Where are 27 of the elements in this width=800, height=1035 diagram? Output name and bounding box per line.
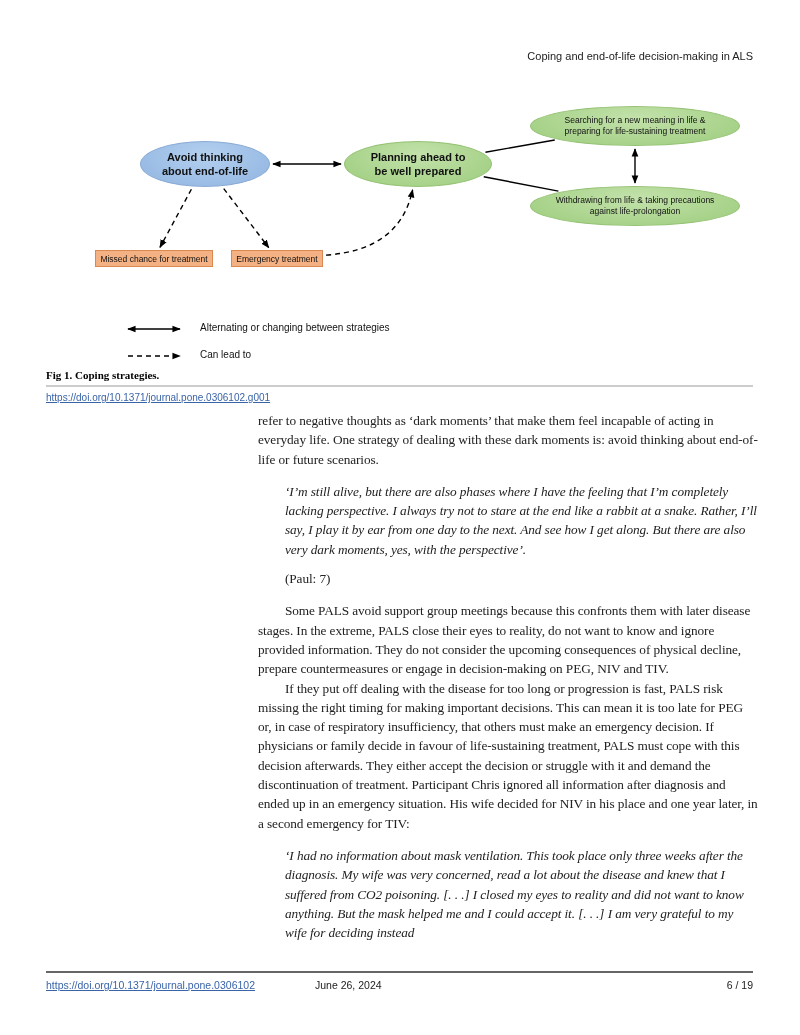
legend-text: Can lead to xyxy=(200,349,252,360)
doi-link: https://doi.org/10.1371/journal.pone.0306102 xyxy=(46,979,255,991)
page-number: 6 / 19 xyxy=(726,979,753,991)
dashed-arrow xyxy=(159,188,193,249)
outcome-box: Missed chance for treatment xyxy=(95,250,213,267)
interview-quote: ‘I had no information about mask ventilation. This took place only three weeks after the diagnosis. My wife was very concerned, read a lot about the disease and knew that I suffered from CO2 poisoning. [. . .] I closed my eyes to reality and did not want to know anything. But the mask helped me and I could accept it. [. . .] I am very grateful to my wife for deciding instead xyxy=(285,846,745,943)
strategy-ellipse: Searching for a new meaning in life & preparing for life-sustaining treatment xyxy=(530,106,740,146)
legend-text: Alternating or changing between strategies xyxy=(200,322,390,333)
interview-quote: ‘I’m still alive, but there are also phases where I have the feeling that I’m completely lacking perspective. I always try not to stare at the end like a rabbit at a snake. Rather, I’ll say, I play it by ear from one day to the next. And see how I get along. But there are also very dark moments, yes, with the perspective’. xyxy=(285,482,758,559)
double-arrow xyxy=(272,160,342,168)
outcome-box: Emergency treatment xyxy=(231,250,323,267)
body-paragraph: If they put off dealing with the disease for too long or progression is fast, PALS risk missing the right timing for making important decisions. This can mean it is too late for PEG or, in case of respiratory insufficiency, that others must make an emergency decision. If physicians or family decide in favour of life-sustaining treatment, PALS must cope with this decision afterwards. They either accept the decision or struggle with it and demand the discontinuation of treatment. Participant Chris ignored all information after diagnosis and ended up in an emergency situation. His wife decided for NIV in his place and one year later, in a second emergency for TIV: xyxy=(258,679,758,833)
figure-caption: Fig 1. Coping strategies. xyxy=(46,369,160,381)
double-arrow xyxy=(631,148,639,184)
strategy-ellipse: Withdrawing from life & taking precautions against life-prolongation xyxy=(530,186,740,226)
body-paragraph: Some PALS avoid support group meetings because this confronts them with later disease stages. In the extreme, PALS close their eyes to reality, do not want to know and ignore provided information. They do not consider the upcoming consequences of physical decline, prepare countermeasures or engage in decision-making on PEG, NIV and TIV. xyxy=(258,602,752,679)
doi-link: https://doi.org/10.1371/journal.pone.0306102.g001 xyxy=(46,392,271,403)
quote-source: (Paul: 7) xyxy=(285,570,332,589)
connector-line xyxy=(484,139,556,153)
dashed-arrow xyxy=(223,187,270,249)
strategy-ellipse: Avoid thinking about end-of-life xyxy=(140,141,270,187)
connector-line xyxy=(483,176,560,192)
dashed-arrow xyxy=(325,189,414,256)
body-paragraph: refer to negative thoughts as ‘dark moments’ that make them feel incapable of acting in everyday life. One strategy of dealing with these dark moments is: avoid thinking about end-of-life or future scenarios. xyxy=(258,412,758,469)
publication-date: June 26, 2024 xyxy=(315,979,382,991)
strategy-ellipse: Planning ahead to be well prepared xyxy=(344,141,492,187)
running-header: Coping and end-of-life decision-making in ALS xyxy=(527,50,753,62)
